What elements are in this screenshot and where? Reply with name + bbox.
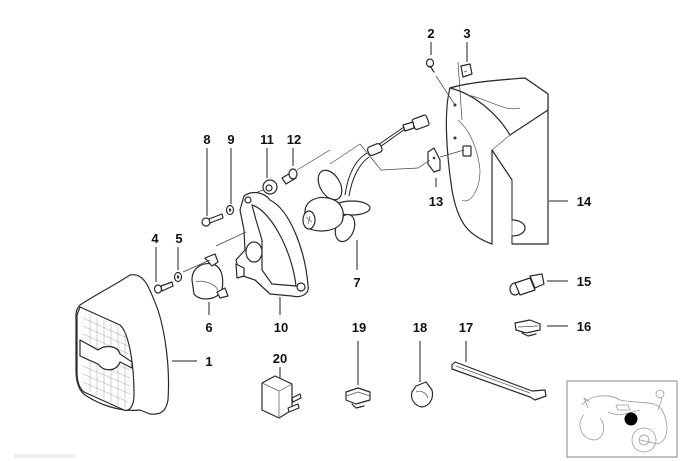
callout-20[interactable]: 20 (273, 351, 287, 366)
callout-6[interactable]: 6 (205, 320, 212, 335)
wiring-harness-icon (329, 114, 431, 197)
callout-16[interactable]: 16 (577, 319, 591, 334)
washer-icon[interactable] (173, 271, 183, 283)
fan-bracket-icon[interactable] (235, 191, 309, 298)
callout-8[interactable]: 8 (203, 132, 210, 147)
callout-7[interactable]: 7 (353, 275, 360, 290)
screw-icon[interactable] (425, 58, 435, 73)
motorcycle-locator-icon (566, 380, 678, 458)
cable-clip-icon[interactable] (427, 147, 441, 173)
thermo-switch-icon[interactable] (509, 273, 545, 296)
hose-clip-icon[interactable] (410, 381, 434, 408)
callout-5[interactable]: 5 (175, 231, 182, 246)
fan-motor-icon[interactable] (191, 253, 229, 300)
callout-10[interactable]: 10 (274, 320, 288, 335)
relay-icon[interactable] (261, 375, 302, 419)
cable-holder-icon[interactable] (514, 319, 541, 337)
clip-nut-icon[interactable] (460, 63, 473, 78)
callout-3[interactable]: 3 (463, 26, 470, 41)
callout-labels: 2 3 8 9 11 12 13 14 4 5 7 15 6 10 16 19 … (151, 26, 592, 369)
callout-1[interactable]: 1 (205, 354, 212, 369)
callout-11[interactable]: 11 (260, 132, 274, 147)
bushing-icon[interactable] (281, 168, 298, 185)
callout-14[interactable]: 14 (577, 194, 592, 209)
fan-cowl-icon[interactable] (445, 77, 549, 245)
callout-13[interactable]: 13 (429, 194, 443, 209)
fan-grille-cover-icon[interactable] (75, 274, 170, 415)
cable-tie-icon[interactable] (451, 361, 547, 401)
callout-12[interactable]: 12 (287, 132, 301, 147)
clip-icon[interactable] (345, 387, 371, 409)
washer-icon[interactable] (225, 204, 235, 216)
callout-19[interactable]: 19 (352, 320, 366, 335)
callout-18[interactable]: 18 (413, 320, 427, 335)
callout-2[interactable]: 2 (427, 26, 434, 41)
rubber-mount-icon[interactable] (262, 179, 278, 195)
bolt-icon[interactable] (153, 281, 174, 294)
leader-lines (155, 42, 568, 385)
bolt-icon[interactable] (201, 213, 224, 227)
fan-impeller-icon[interactable] (302, 166, 371, 244)
callout-4[interactable]: 4 (151, 231, 159, 246)
watermark (14, 454, 76, 458)
callout-17[interactable]: 17 (459, 320, 473, 335)
callout-15[interactable]: 15 (577, 274, 591, 289)
locator-marker (624, 412, 638, 426)
callout-9[interactable]: 9 (227, 132, 234, 147)
